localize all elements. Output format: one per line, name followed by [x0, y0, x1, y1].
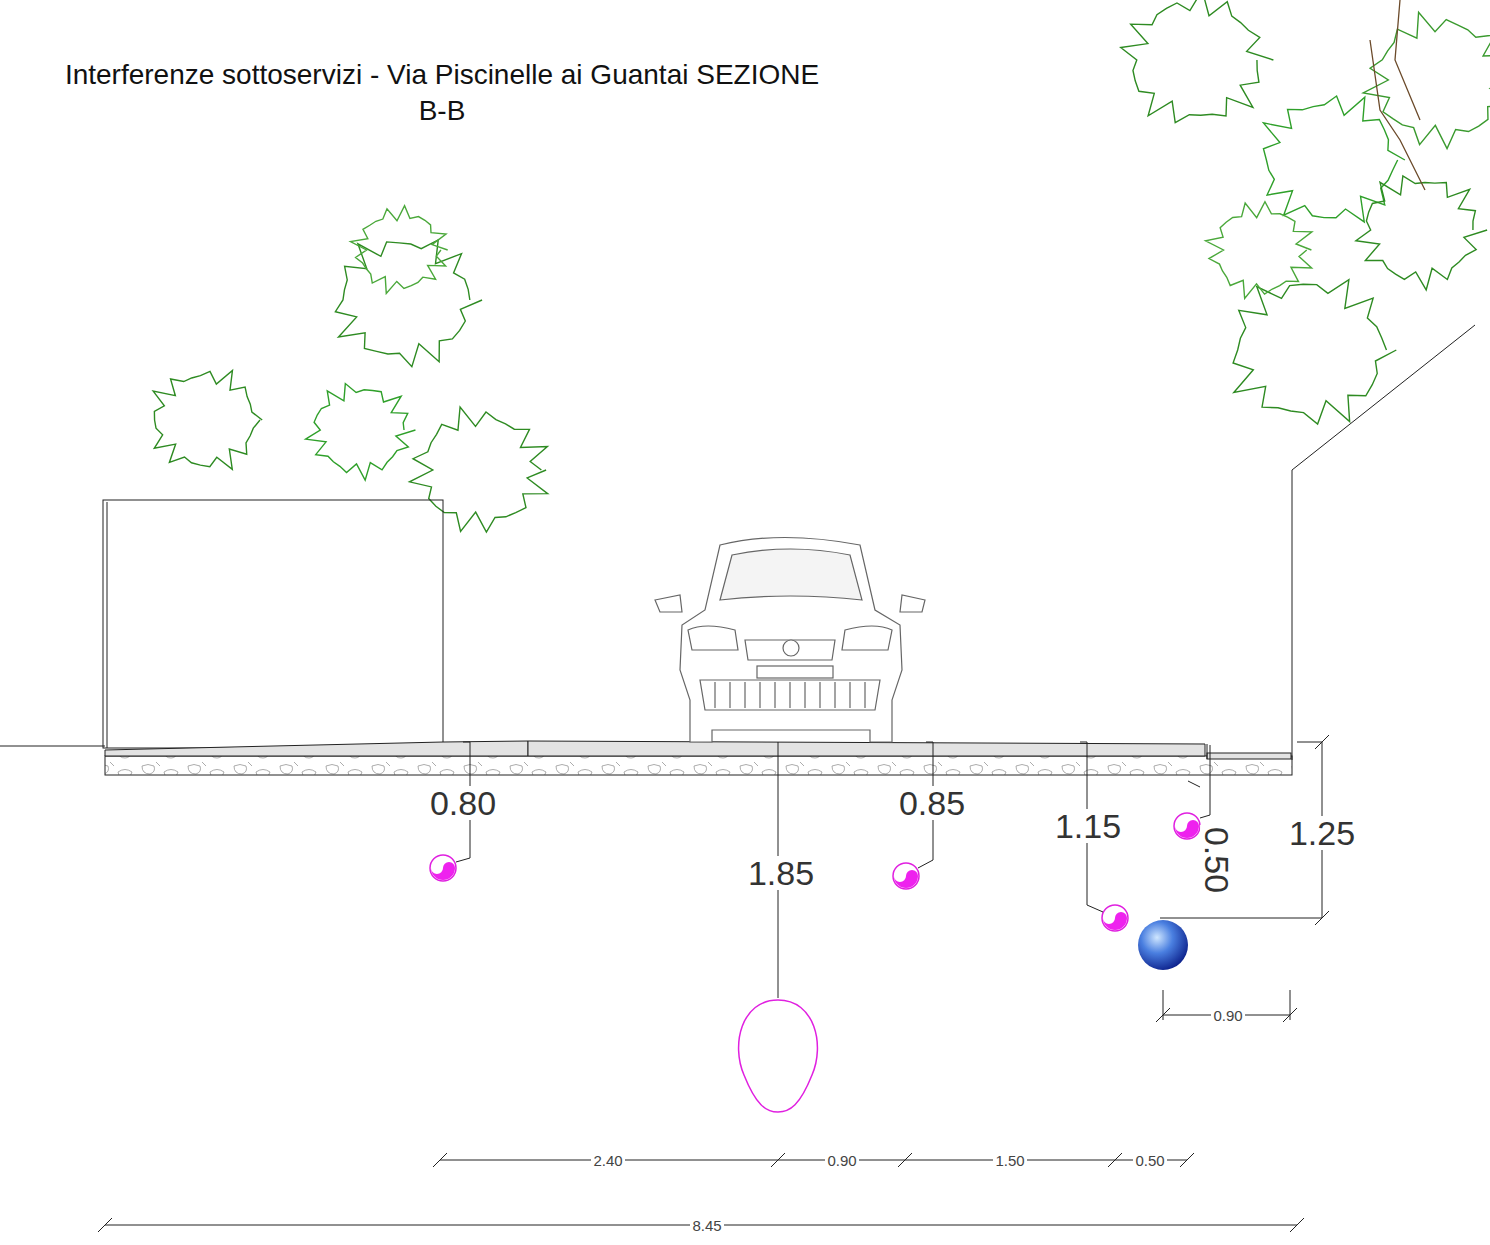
dimension-tick — [1315, 911, 1329, 925]
tree-branch — [1370, 0, 1425, 190]
road-subbase — [105, 756, 1292, 775]
car-grille — [700, 680, 880, 710]
dimension-line — [440, 1160, 1187, 1161]
road-pavement — [105, 741, 528, 756]
car-mirror — [900, 595, 925, 612]
grille-bar — [744, 682, 745, 708]
car-headlight — [688, 626, 738, 650]
tree-outline — [409, 407, 547, 532]
cable-duct-fill — [894, 870, 918, 888]
number-plate — [757, 666, 833, 678]
tree-outline — [153, 370, 262, 469]
road-section — [0, 325, 1475, 775]
utility-pipes — [430, 813, 1200, 1112]
depth-dimension: 0.80 — [428, 786, 498, 820]
tree-outline — [351, 206, 448, 294]
dimension-tick — [1156, 1008, 1170, 1022]
cable-duct-fill — [1175, 820, 1199, 838]
grille-bar — [834, 682, 835, 708]
width-dimension: 0.50 — [1133, 1153, 1166, 1168]
car-windshield — [720, 549, 862, 600]
road-pavement — [528, 741, 1205, 756]
grille-bar — [774, 682, 775, 708]
leader-line — [1188, 781, 1200, 787]
car-mirror — [655, 595, 682, 612]
car-headlight — [842, 626, 892, 650]
drawing-title: Interferenze sottoservizi - Via Piscinel… — [52, 57, 832, 129]
dimension-tick — [1180, 1153, 1194, 1167]
water-pipe — [1138, 920, 1188, 970]
dimension-tick — [771, 1153, 785, 1167]
title-box: Interferenze sottoservizi - Via Piscinel… — [52, 57, 832, 129]
car-logo — [783, 640, 799, 656]
width-dimension: 2.40 — [591, 1153, 624, 1168]
cable-duct — [1174, 813, 1200, 839]
width-dimension: 0.90 — [1211, 1008, 1244, 1023]
depth-dimension: 1.15 — [1053, 809, 1123, 843]
wall-edge — [107, 502, 108, 748]
car-grille — [745, 640, 835, 660]
width-dimension: 1.50 — [993, 1153, 1026, 1168]
cable-duct — [430, 855, 456, 881]
depth-dimension: 0.85 — [897, 786, 967, 820]
dimension-tick — [1315, 735, 1329, 749]
kerb — [1207, 753, 1291, 759]
dimension-tick — [1108, 1153, 1122, 1167]
grille-bar — [729, 682, 730, 708]
grille-bar — [849, 682, 850, 708]
cable-duct-fill — [1103, 912, 1127, 930]
depth-dimension: 0.50 — [1200, 825, 1234, 895]
dimension-lines — [98, 735, 1329, 1232]
tree-outline — [1363, 12, 1490, 148]
dimension-tick — [98, 1218, 112, 1232]
ovoid-sewer — [739, 1000, 818, 1112]
leader-line — [1200, 745, 1210, 818]
wall — [103, 500, 443, 748]
tree-outline — [1356, 176, 1487, 290]
dimension-tick — [433, 1153, 447, 1167]
width-dimension: 8.45 — [690, 1218, 723, 1233]
grille-bar — [789, 682, 790, 708]
embankment — [1292, 325, 1475, 760]
grille-bar — [759, 682, 760, 708]
depth-dimension: 1.25 — [1287, 816, 1357, 850]
width-dimension: 0.90 — [825, 1153, 858, 1168]
tree-outline — [1206, 202, 1312, 299]
tree-outline — [306, 384, 416, 481]
grille-bar — [804, 682, 805, 708]
cable-duct-fill — [431, 862, 455, 880]
cable-duct — [1102, 905, 1128, 931]
depth-dimension: 1.85 — [746, 856, 816, 890]
cable-duct — [893, 863, 919, 889]
ground-line — [0, 746, 105, 747]
dimension-tick — [1290, 1218, 1304, 1232]
kerb-edge — [1207, 744, 1208, 759]
tree-outline — [1233, 280, 1396, 424]
car-illustration — [655, 538, 925, 743]
grille-bar — [714, 682, 715, 708]
grille-bar — [864, 682, 865, 708]
dimension-tick — [1283, 1008, 1297, 1022]
dimension-tick — [898, 1153, 912, 1167]
grille-bar — [819, 682, 820, 708]
tree-outline — [1121, 0, 1274, 123]
car-body — [680, 538, 902, 743]
